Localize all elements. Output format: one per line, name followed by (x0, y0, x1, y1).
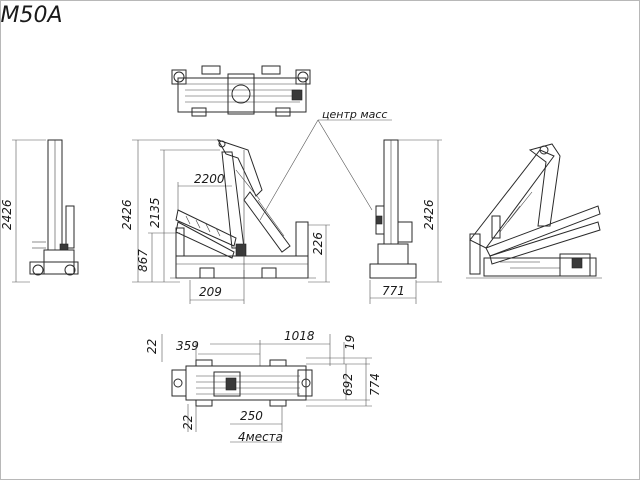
left-side-view: 2426 (0, 139, 79, 283)
drawing-title: IM50A (0, 3, 63, 28)
dim-front-lower-height: 867 (136, 249, 150, 272)
dim-plan-right-top: 19 (343, 335, 357, 350)
mount-count-note: 4места (238, 430, 283, 444)
dim-plan-offset-top: 22 (145, 339, 159, 354)
top-view (171, 65, 311, 117)
dim-left-height: 2426 (0, 199, 14, 230)
dim-plan-height-b: 774 (368, 373, 382, 396)
dim-plan-height-a: 692 (341, 373, 355, 396)
dim-front-base-offset: 209 (199, 285, 222, 299)
dim-plan-width-a: 359 (176, 339, 199, 353)
front-view: 2426 2135 867 2200 209 226 (120, 139, 330, 304)
center-of-mass-callout: центр масс (259, 108, 392, 221)
dim-plan-hole-spacing: 250 (240, 409, 263, 423)
dim-plan-offset-bottom: 22 (181, 415, 195, 430)
center-of-mass-label: центр масс (322, 108, 387, 121)
dim-rear-width: 771 (382, 284, 405, 298)
right-side-view (466, 143, 602, 279)
dim-plan-width-b: 1018 (284, 329, 315, 343)
dim-front-reach: 2200 (194, 172, 225, 186)
rear-view: 771 2426 (369, 139, 442, 304)
dim-front-upper-height: 2135 (148, 197, 162, 228)
dim-rear-height: 2426 (422, 199, 436, 230)
bottom-plan-view: 359 1018 22 19 692 774 (145, 329, 382, 444)
dim-front-height: 2426 (120, 199, 134, 230)
dim-front-outrigger-height: 226 (311, 232, 325, 255)
